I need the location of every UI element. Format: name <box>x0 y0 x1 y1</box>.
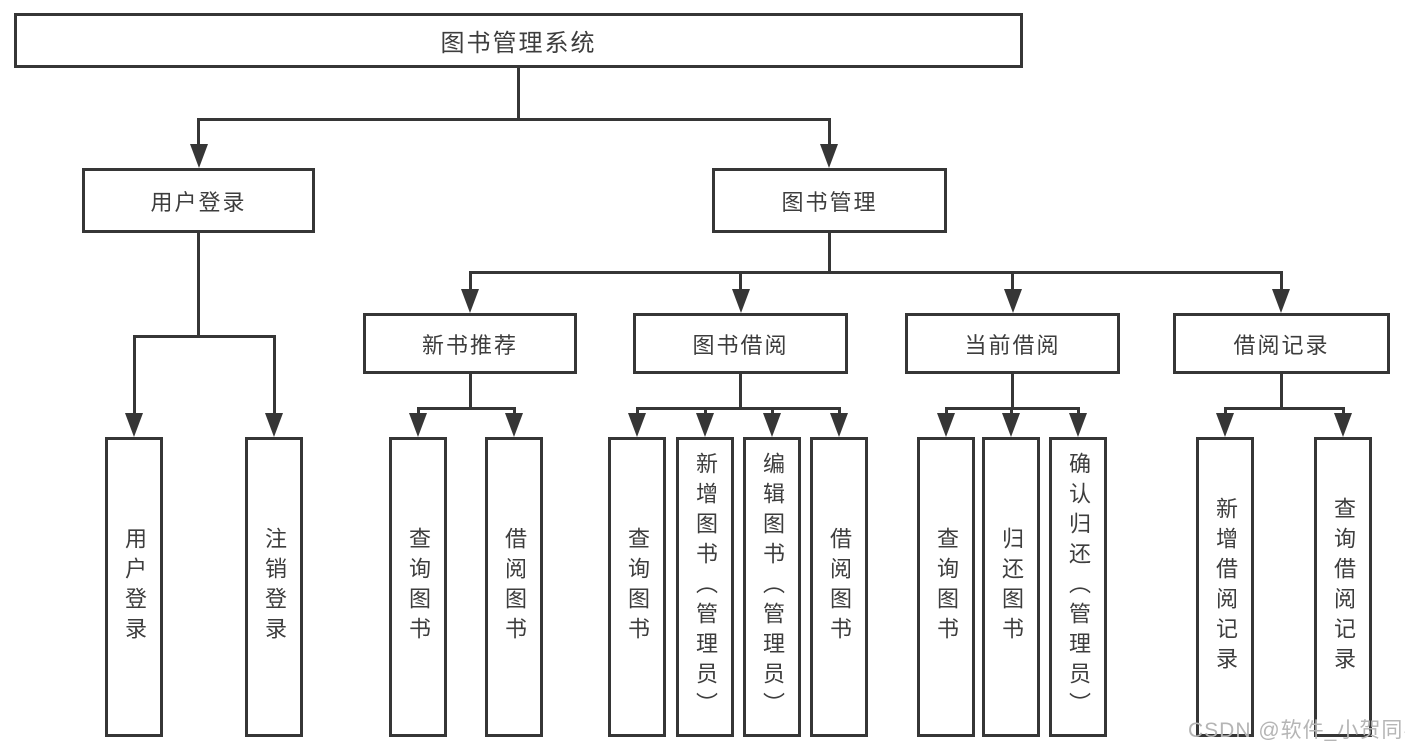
node-leaf-confirm-return-admin: 确认归还（管理员） <box>1049 437 1107 737</box>
node-leaf-user-login: 用户登录 <box>105 437 163 737</box>
arrow-down-icon <box>1216 413 1234 437</box>
connector-drop <box>1077 407 1080 415</box>
connector-new-book-stem <box>469 374 472 407</box>
connector-drop-new-book <box>469 271 472 291</box>
arrow-down-icon <box>409 413 427 437</box>
arrow-down-icon <box>1334 413 1352 437</box>
connector-root-stem <box>517 68 520 118</box>
connector-drop <box>417 407 420 415</box>
connector-book-borrow-stem <box>739 374 742 407</box>
connector-drop-book-mgmt <box>828 118 831 146</box>
node-library-management-system: 图书管理系统 <box>14 13 1023 68</box>
node-leaf-add-borrow-record: 新增借阅记录 <box>1196 437 1254 737</box>
connector-rail-book-borrow <box>636 407 840 410</box>
arrow-down-icon <box>820 144 838 168</box>
arrow-down-icon <box>830 413 848 437</box>
arrow-down-icon <box>505 413 523 437</box>
connector-rail-borrow-records <box>1224 407 1344 410</box>
connector-drop <box>1224 407 1227 415</box>
connector-drop <box>838 407 841 415</box>
node-book-management: 图书管理 <box>712 168 947 233</box>
connector-drop <box>1010 407 1013 415</box>
arrow-down-icon <box>696 413 714 437</box>
node-user-login: 用户登录 <box>82 168 315 233</box>
watermark: CSDN @软件_小贺同学 <box>1188 719 1405 742</box>
arrow-down-icon <box>1069 413 1087 437</box>
connector-rail-user-login <box>133 335 276 338</box>
arrow-down-icon <box>763 413 781 437</box>
arrow-down-icon <box>628 413 646 437</box>
connector-drop-leaf-logout <box>273 335 276 415</box>
connector-rail-level2 <box>197 118 831 121</box>
node-leaf-edit-book-admin: 编辑图书（管理员） <box>743 437 801 737</box>
arrow-down-icon <box>1272 289 1290 313</box>
connector-drop-leaf-login <box>133 335 136 415</box>
connector-drop <box>704 407 707 415</box>
node-leaf-borrow-book: 借阅图书 <box>485 437 543 737</box>
node-leaf-logout: 注销登录 <box>245 437 303 737</box>
connector-drop-current-borrow <box>1011 271 1014 291</box>
connector-borrow-records-stem <box>1280 374 1283 407</box>
arrow-down-icon <box>461 289 479 313</box>
node-current-borrowing: 当前借阅 <box>905 313 1120 374</box>
node-leaf-query-book: 查询图书 <box>389 437 447 737</box>
node-borrowing-records: 借阅记录 <box>1173 313 1390 374</box>
arrow-down-icon <box>732 289 750 313</box>
arrow-down-icon <box>265 413 283 437</box>
connector-drop <box>945 407 948 415</box>
connector-rail-level3 <box>469 271 1282 274</box>
connector-book-mgmt-stem <box>828 233 831 271</box>
node-leaf-query-book: 查询图书 <box>608 437 666 737</box>
node-leaf-add-book-admin: 新增图书（管理员） <box>676 437 734 737</box>
connector-drop-user-login <box>197 118 200 146</box>
arrow-down-icon <box>937 413 955 437</box>
connector-current-borrow-stem <box>1011 374 1014 407</box>
node-new-book-recommend: 新书推荐 <box>363 313 577 374</box>
node-leaf-return-book: 归还图书 <box>982 437 1040 737</box>
connector-rail-new-book <box>417 407 515 410</box>
arrow-down-icon <box>125 413 143 437</box>
connector-drop <box>771 407 774 415</box>
connector-drop <box>1342 407 1345 415</box>
node-leaf-query-borrow-record: 查询借阅记录 <box>1314 437 1372 737</box>
connector-user-login-stem <box>197 233 200 335</box>
connector-drop-borrow-records <box>1280 271 1283 291</box>
node-leaf-query-book: 查询图书 <box>917 437 975 737</box>
node-book-borrowing: 图书借阅 <box>633 313 848 374</box>
node-leaf-borrow-book: 借阅图书 <box>810 437 868 737</box>
arrow-down-icon <box>1004 289 1022 313</box>
connector-drop-book-borrow <box>739 271 742 291</box>
arrow-down-icon <box>1002 413 1020 437</box>
arrow-down-icon <box>190 144 208 168</box>
connector-drop <box>513 407 516 415</box>
connector-drop <box>636 407 639 415</box>
